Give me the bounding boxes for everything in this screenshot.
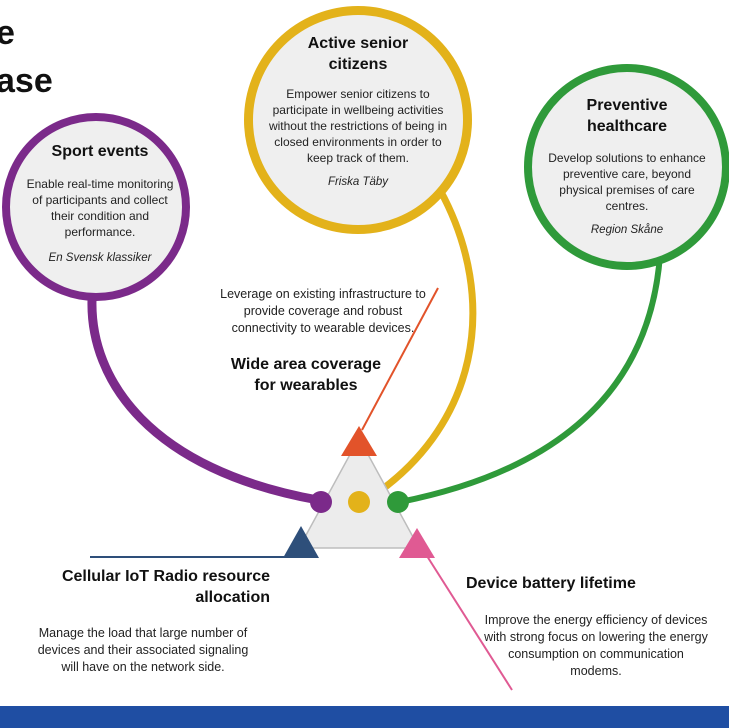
senior-citizens-source: Friska Täby (327, 176, 389, 188)
radio-description: Manage the load that large number of dev… (37, 626, 249, 674)
senior-citizens-circle (244, 6, 472, 234)
senior-citizens-content: Active senior citizens Empower senior ci… (268, 33, 448, 188)
sport-events-title: Sport events (51, 143, 149, 160)
senior-connector-line (358, 186, 477, 507)
senior-citizens-description: Empower senior citizens to participate i… (268, 87, 448, 165)
preventive-connector-line (397, 252, 663, 505)
battery-marker (399, 528, 435, 558)
preventive-healthcare-circle (524, 64, 729, 270)
purple-dot (310, 491, 332, 513)
green-dot (387, 491, 409, 513)
preventive-healthcare-source: Region Skåne (590, 224, 664, 236)
coverage-title: Wide area coverage for wearables (230, 356, 382, 394)
sport-connector-line (87, 295, 323, 505)
preventive-healthcare-content: Preventive healthcare Develop solutions … (540, 95, 714, 236)
coverage-description: Leverage on existing infrastructure to p… (220, 287, 426, 335)
sport-events-circle (2, 113, 190, 301)
senior-citizens-title: Active senior citizens (307, 35, 409, 73)
coverage-pointer-line (361, 287, 439, 431)
preventive-healthcare-description: Develop solutions to enhance preventive … (548, 151, 706, 213)
footer-bar (0, 706, 729, 728)
sport-events-content: Sport events Enable real-time monitoring… (22, 141, 178, 264)
battery-pointer-line (419, 544, 513, 691)
yellow-dot (348, 491, 370, 513)
coverage-marker (341, 426, 377, 456)
title-fragment-top: e (0, 14, 15, 52)
radio-title: Cellular IoT Radio resource allocation (61, 568, 270, 606)
radio-marker (283, 526, 319, 558)
preventive-healthcare-title: Preventive healthcare (586, 97, 668, 135)
sport-events-description: Enable real-time monitoring of participa… (26, 177, 174, 239)
title-fragment-bottom: ase (0, 62, 53, 100)
battery-title: Device battery lifetime (466, 575, 636, 592)
battery-description: Improve the energy efficiency of devices… (484, 613, 708, 678)
sport-events-source: En Svensk klassiker (48, 252, 152, 264)
